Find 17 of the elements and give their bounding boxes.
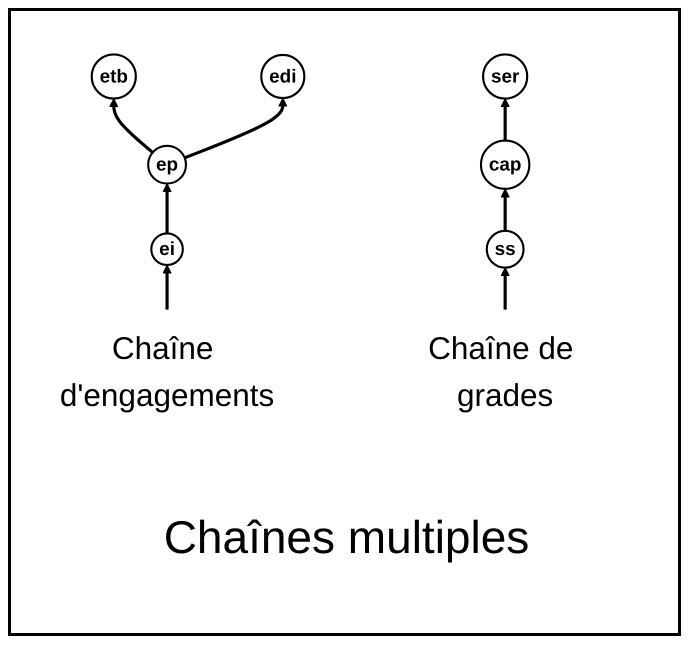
diagram-title: Chaînes multiples: [164, 510, 530, 564]
node-circle: cap: [480, 140, 530, 190]
arrow: [109, 98, 154, 154]
arrow: [162, 183, 172, 234]
chain-label: Chaîne de grades: [428, 332, 574, 414]
arrow: [500, 267, 510, 310]
node-circle: edi: [260, 54, 306, 100]
node-circle: ss: [486, 230, 525, 269]
chain-label: Chaîne d'engagements: [60, 332, 274, 414]
node-circle: etb: [90, 53, 137, 100]
node-circle: ser: [482, 53, 528, 100]
node-circle: ep: [147, 144, 188, 185]
arrow: [500, 98, 510, 141]
arrow: [184, 98, 288, 160]
arrow: [162, 264, 172, 310]
node-circle: ei: [150, 232, 184, 266]
arrow: [500, 188, 510, 231]
